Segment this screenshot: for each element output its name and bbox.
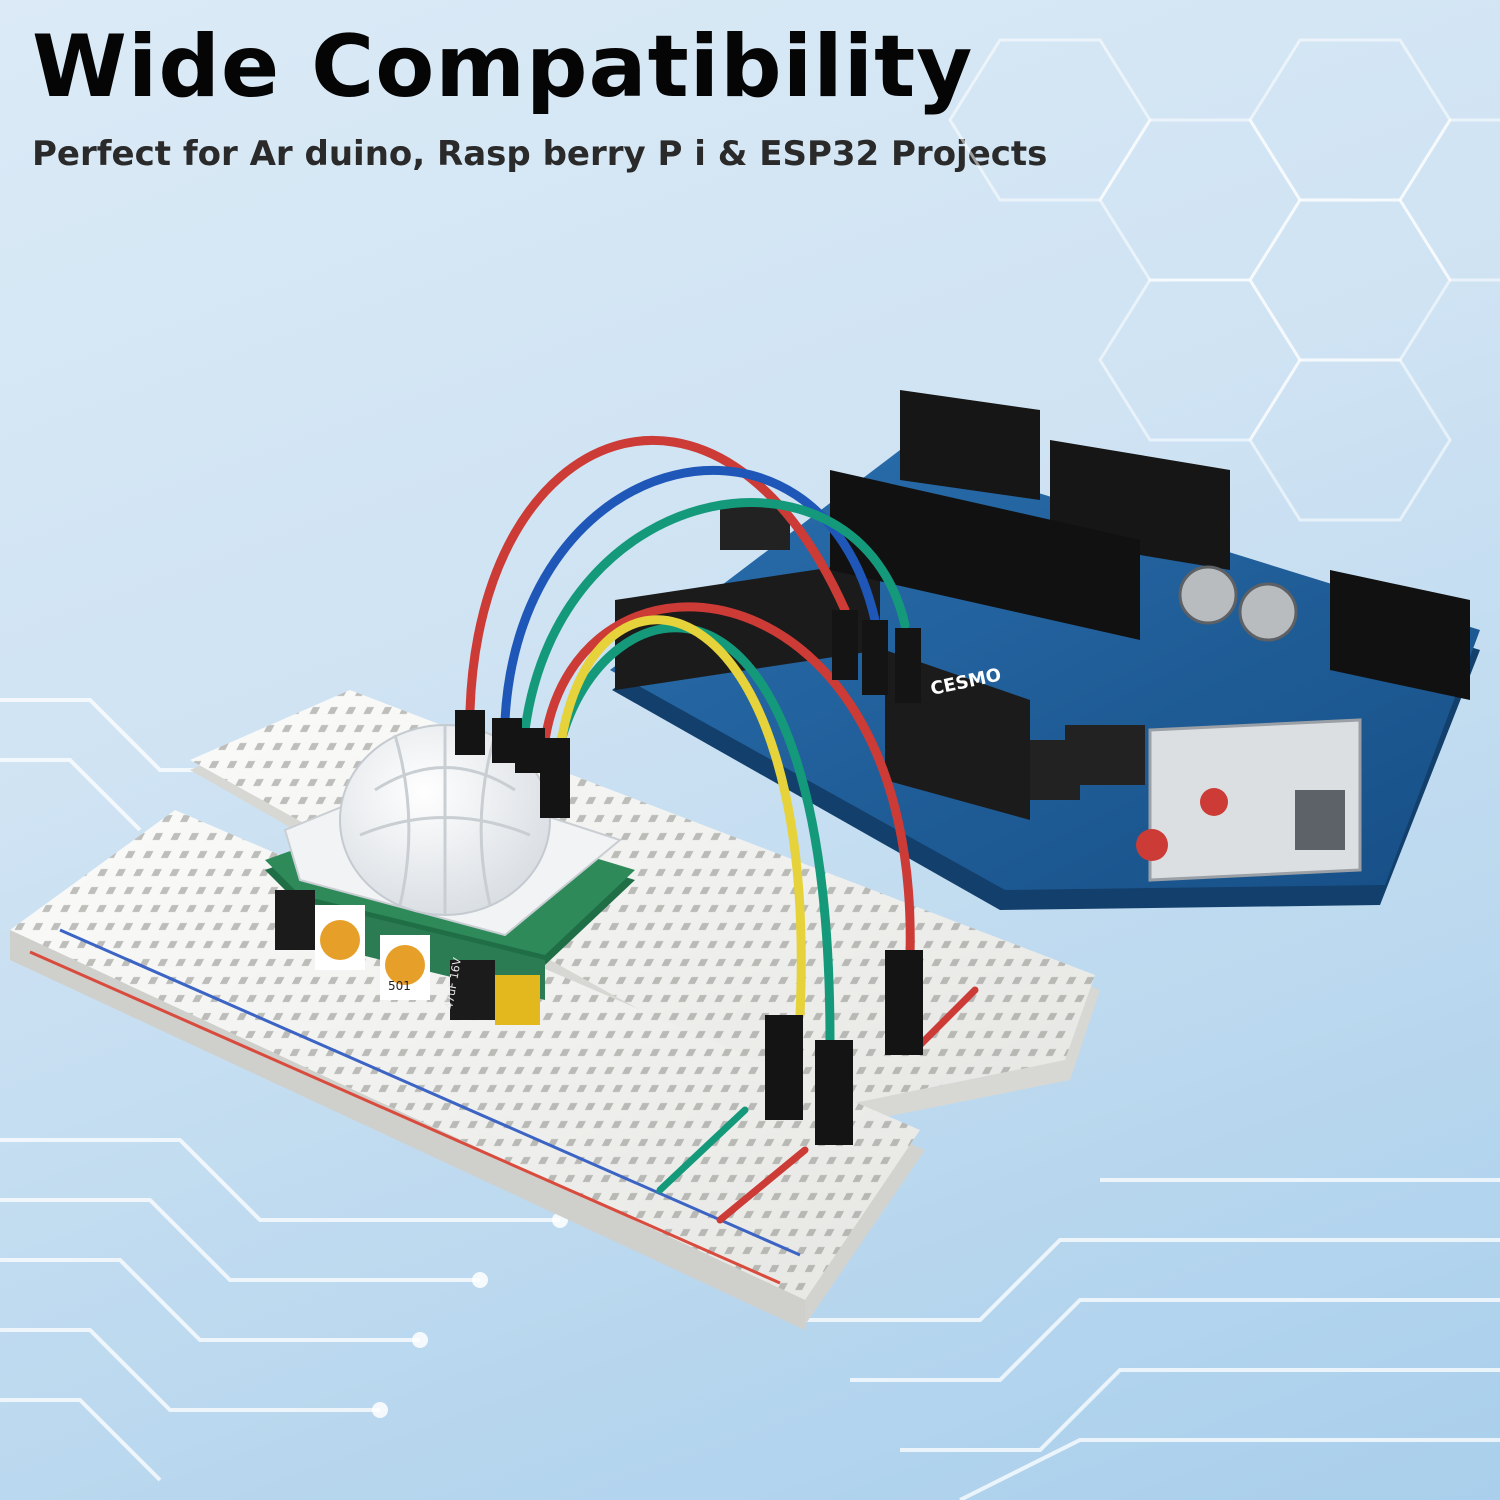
wire-connectors bbox=[455, 610, 923, 1145]
hexagon-pattern bbox=[948, 38, 1500, 522]
headline: Wide Compatibility bbox=[32, 17, 974, 117]
pir-sensor-module: 501 47uF 16V bbox=[265, 724, 635, 1025]
subheadline: Perfect for Ar duino, Rasp berry P i & E… bbox=[32, 134, 1048, 174]
jumper-wires bbox=[465, 436, 979, 1224]
circuit-traces bbox=[0, 698, 1500, 1500]
pot-label: 501 bbox=[388, 979, 411, 993]
